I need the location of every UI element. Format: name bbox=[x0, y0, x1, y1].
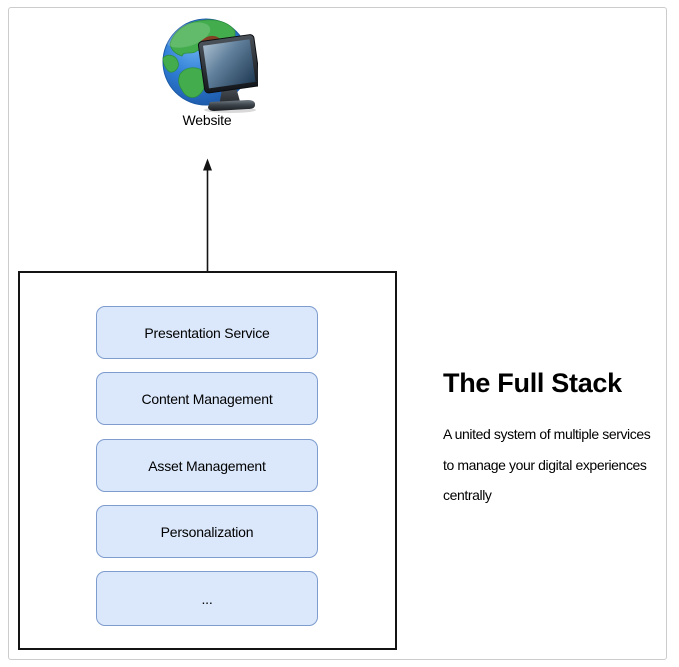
arrow-up bbox=[203, 158, 212, 271]
service-box-presentation: Presentation Service bbox=[96, 306, 318, 359]
caption-description-line: A united system of multiple services bbox=[443, 426, 651, 442]
globe-monitor-icon bbox=[162, 18, 261, 113]
service-box-personalization: Personalization bbox=[96, 505, 318, 558]
service-label: Content Management bbox=[141, 390, 273, 407]
website-node-label: Website bbox=[182, 112, 232, 128]
canvas-border bbox=[8, 7, 667, 660]
service-label: Personalization bbox=[160, 523, 254, 540]
service-box-content-management: Content Management bbox=[96, 372, 318, 425]
service-label: Presentation Service bbox=[144, 324, 270, 341]
service-label: Asset Management bbox=[148, 457, 266, 474]
caption-description: A united system of multiple services to … bbox=[443, 419, 651, 511]
service-box-ellipsis: ... bbox=[96, 571, 318, 626]
service-box-asset-management: Asset Management bbox=[96, 439, 318, 492]
caption-description-line: centrally bbox=[443, 487, 492, 503]
website-icon bbox=[158, 14, 261, 114]
service-label: ... bbox=[201, 590, 213, 607]
caption-description-line: to manage your digital experiences bbox=[443, 456, 647, 473]
caption-title: The Full Stack bbox=[443, 368, 622, 398]
